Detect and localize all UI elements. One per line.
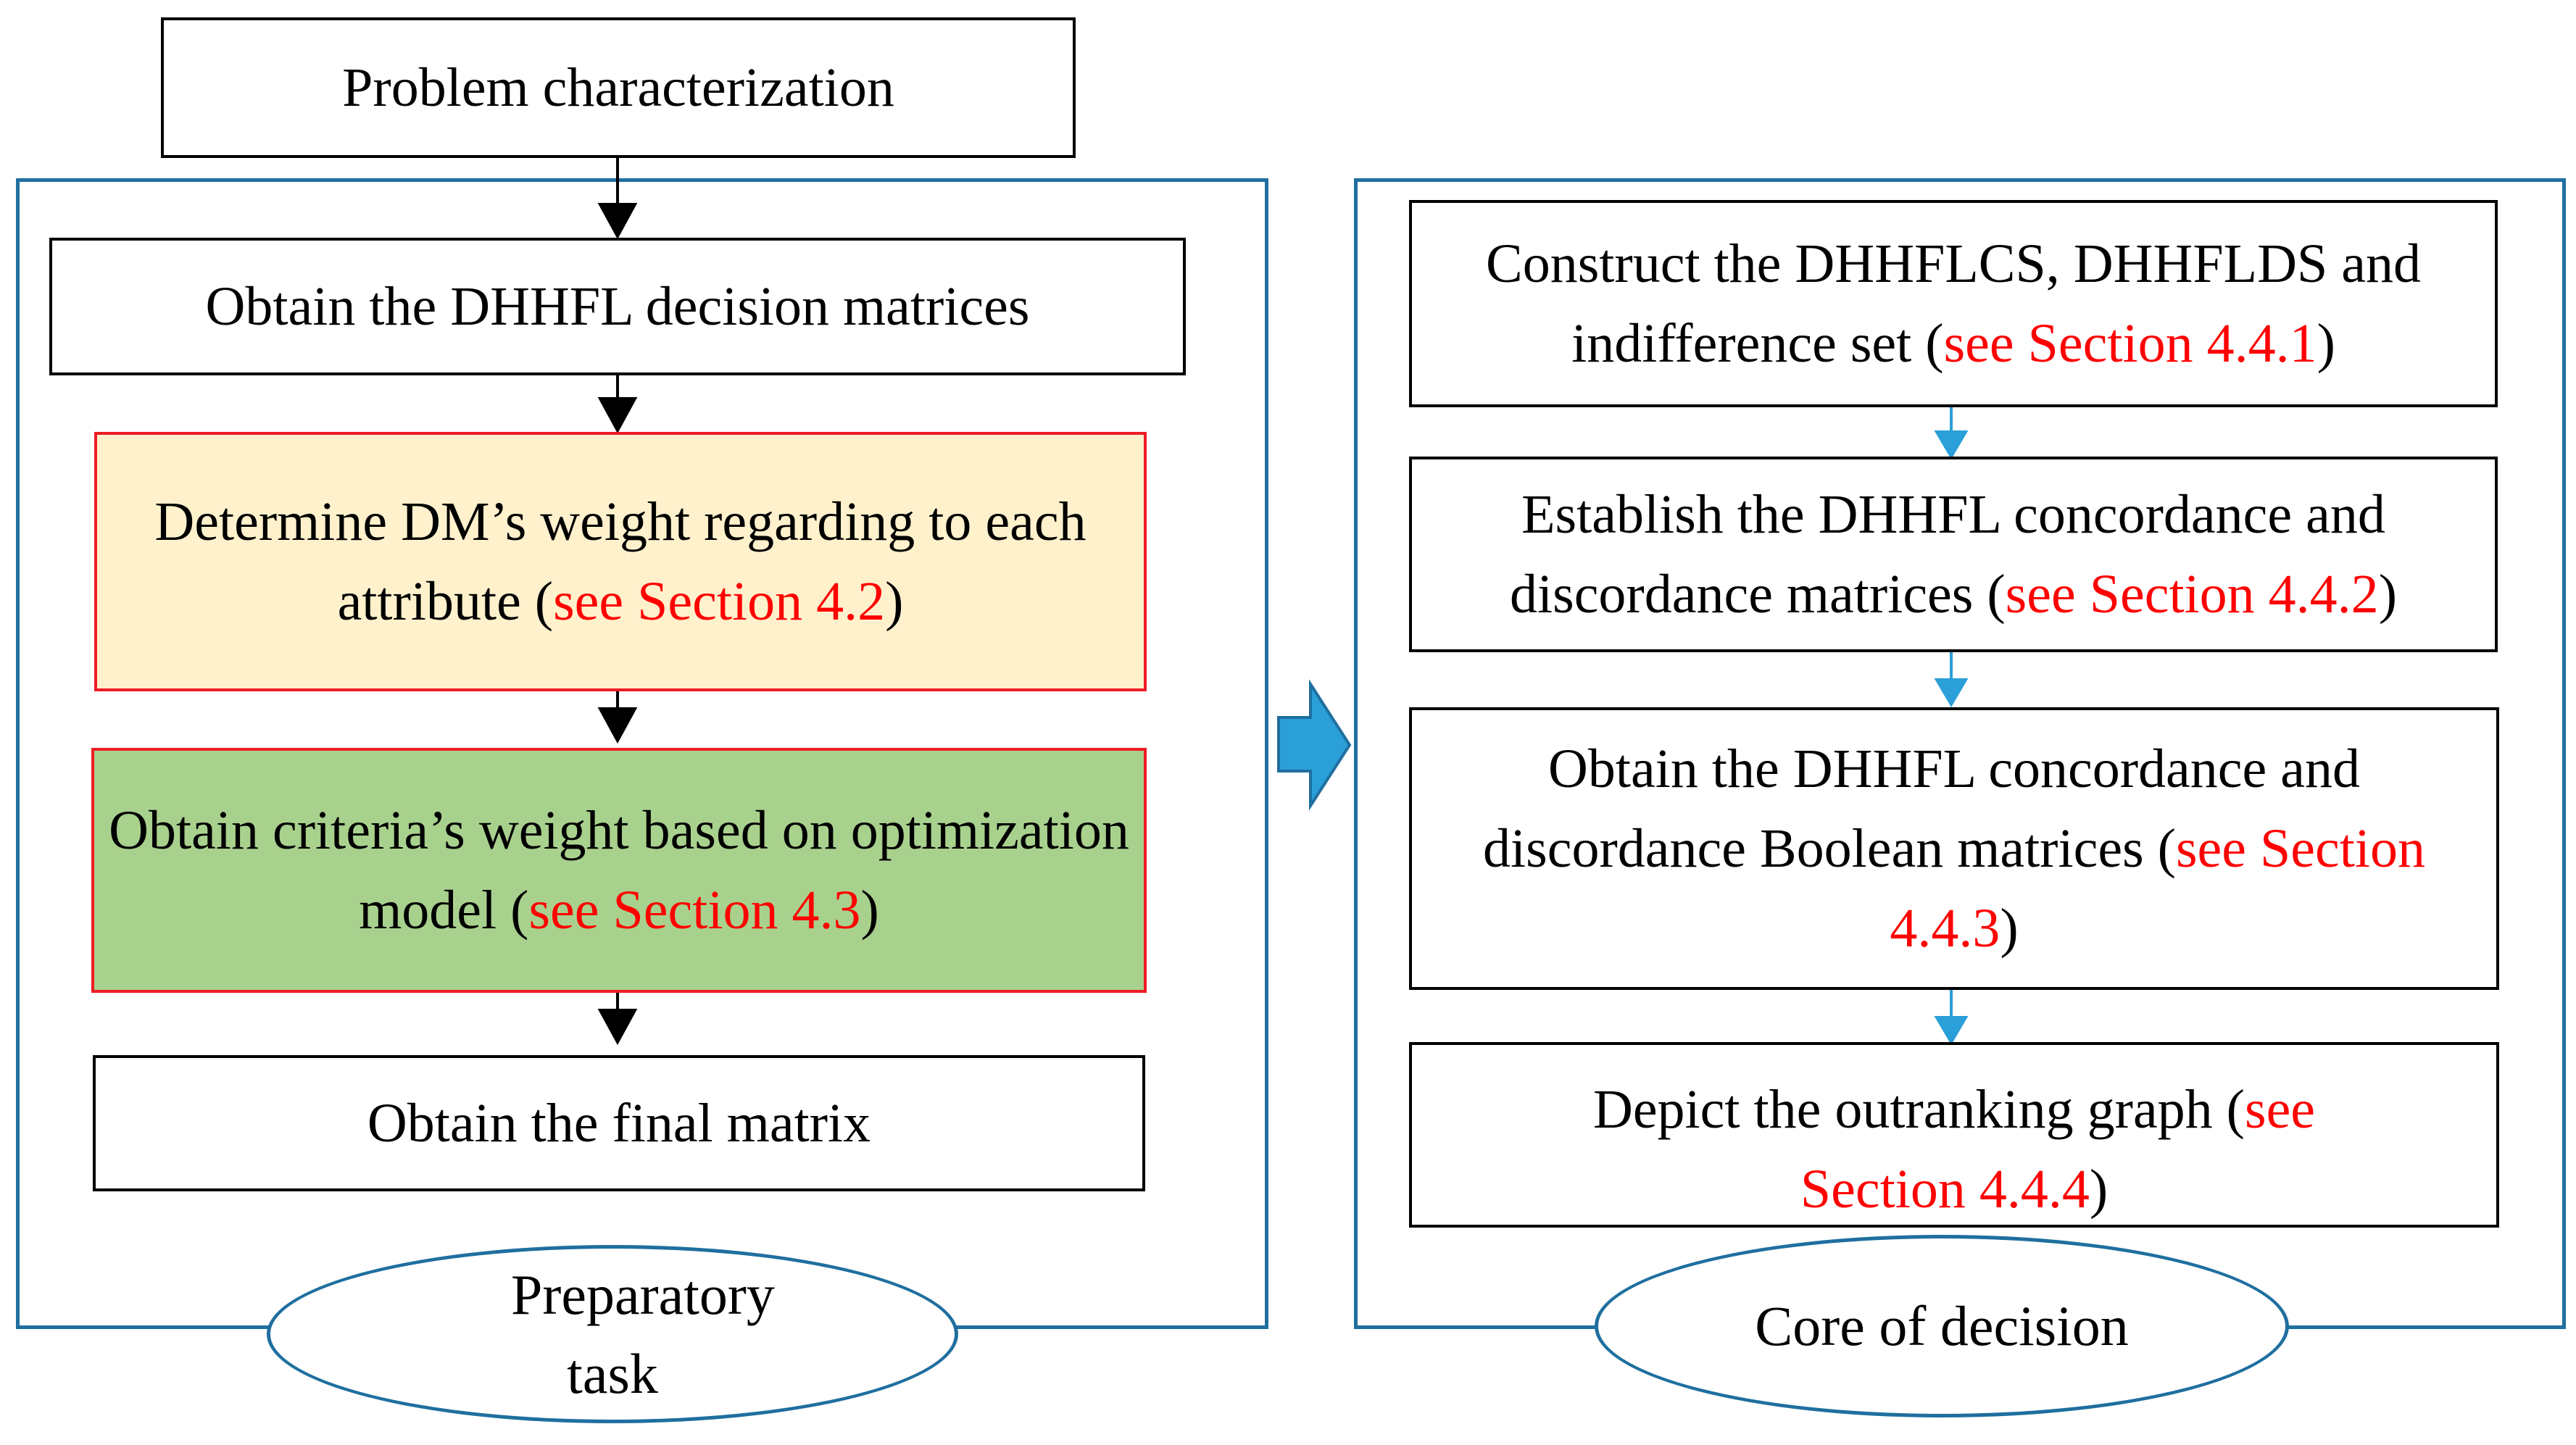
preparatory-task-label: Preparatory task (511, 1262, 775, 1405)
criteria-weight-section-ref: see Section 4.3 (528, 880, 861, 941)
right-arrow-icon (1277, 679, 1352, 811)
outranking-graph-text: Depict the outranking graph ( (1592, 1079, 2245, 1140)
concordance-matrices-close: ) (2378, 564, 2397, 625)
down-arrow-icon (1934, 652, 1969, 707)
outranking-graph-close: ) (2089, 1159, 2108, 1220)
boolean-matrices-box: Obtain the DHHFL concordance and discord… (1409, 707, 2499, 990)
core-of-decision-label: Core of decision (1755, 1294, 2129, 1358)
decision-matrices-label: Obtain the DHHFL decision matrices (205, 275, 1030, 337)
down-arrow-icon (597, 157, 638, 240)
criteria-weight-box: Obtain criteria’s weight based on optimi… (91, 748, 1147, 993)
construct-sets-box: Construct the DHHFLCS, DHHFLDS and indif… (1409, 200, 2498, 407)
construct-sets-close: ) (2317, 313, 2335, 374)
boolean-matrices-close: ) (2000, 898, 2019, 959)
concordance-matrices-box: Establish the DHHFL concordance and disc… (1409, 457, 2498, 652)
concordance-matrices-label: Establish the DHHFL concordance and disc… (1412, 475, 2495, 634)
boolean-matrices-section-ref: see Section 4.4.3 (1890, 817, 2425, 959)
down-arrow-icon (1934, 407, 1969, 459)
concordance-matrices-text: Establish the DHHFL concordance and disc… (1510, 483, 2385, 625)
final-matrix-box: Obtain the final matrix (93, 1055, 1145, 1191)
down-arrow-icon (597, 375, 638, 434)
construct-sets-text: Construct the DHHFLCS, DHHFLDS and indif… (1486, 233, 2421, 374)
outranking-graph-label: Depict the outranking graph (see Section… (1412, 1070, 2496, 1225)
dm-weight-label: Determine DM’s weight regarding to each … (97, 482, 1144, 641)
preparatory-task-oval: Preparatory task (267, 1245, 958, 1423)
down-arrow-icon (597, 993, 638, 1046)
core-of-decision-oval: Core of decision (1595, 1235, 2289, 1417)
dm-weight-box: Determine DM’s weight regarding to each … (94, 432, 1147, 691)
problem-characterization-label: Problem characterization (342, 57, 894, 118)
outranking-graph-section-ref: see Section 4.4.4 (1800, 1079, 2316, 1220)
decision-matrices-box: Obtain the DHHFL decision matrices (49, 238, 1186, 375)
dm-weight-text: Determine DM’s weight regarding to each … (154, 491, 1087, 632)
criteria-weight-close: ) (860, 880, 879, 941)
criteria-weight-label: Obtain criteria’s weight based on optimi… (94, 791, 1144, 950)
concordance-matrices-section-ref: see Section 4.4.2 (2005, 564, 2379, 625)
problem-characterization-box: Problem characterization (161, 17, 1076, 158)
dm-weight-section-ref: see Section 4.2 (553, 571, 886, 632)
boolean-matrices-label: Obtain the DHHFL concordance and discord… (1412, 729, 2496, 969)
final-matrix-label: Obtain the final matrix (367, 1092, 871, 1154)
down-arrow-icon (597, 691, 638, 744)
outranking-graph-box: Depict the outranking graph (see Section… (1409, 1042, 2499, 1228)
construct-sets-label: Construct the DHHFLCS, DHHFLDS and indif… (1412, 224, 2495, 383)
dm-weight-close: ) (885, 571, 904, 632)
criteria-weight-text: Obtain criteria’s weight based on optimi… (109, 799, 1129, 941)
construct-sets-section-ref: see Section 4.4.1 (1943, 313, 2317, 374)
down-arrow-icon (1934, 990, 1969, 1045)
boolean-matrices-text: Obtain the DHHFL concordance and discord… (1483, 738, 2360, 879)
